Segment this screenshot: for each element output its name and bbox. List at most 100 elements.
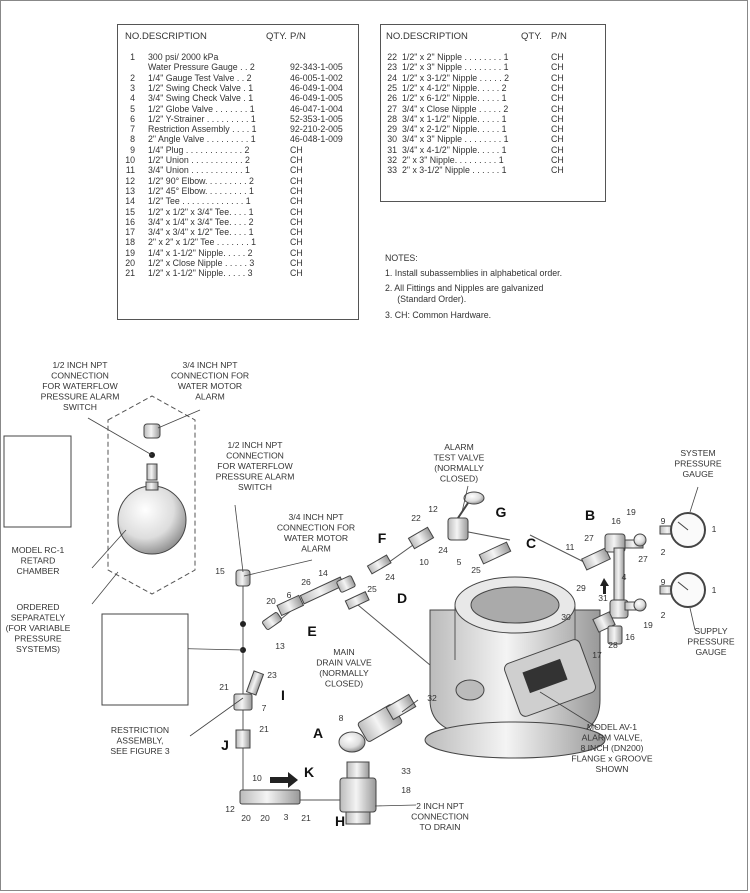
part-number-label: 16 xyxy=(625,632,635,642)
part-number-label: 24 xyxy=(438,545,448,555)
row-pn: 46-049-1-004 xyxy=(290,82,343,93)
part-number-label: 10 xyxy=(252,773,262,783)
row-no: 1 xyxy=(130,52,135,62)
callout-npt-3q-mid: 3/4 INCH NPT xyxy=(289,512,345,522)
part-number-label: 8 xyxy=(339,713,344,723)
row-no: 5 xyxy=(130,103,135,114)
row-desc: 2" Angle Valve . . . . . . . . . 1 xyxy=(148,134,256,145)
row-pn: CH xyxy=(551,144,564,155)
callout-npt-half-mid: PRESSURE ALARM xyxy=(216,472,295,482)
row-pn: 46-048-1-009 xyxy=(290,134,343,145)
row-desc: 3/4" x 1-1/2" Nipple. . . . . 1 xyxy=(402,113,507,124)
subassembly-letter-j: J xyxy=(221,737,229,753)
row-pn: CH xyxy=(551,72,564,83)
callout-model-rc1: CHAMBER xyxy=(17,566,60,576)
callout-ordered-sep: PRESSURE xyxy=(14,634,62,644)
main-drain-valve xyxy=(338,693,417,753)
subassembly-letter-g: G xyxy=(496,504,507,520)
callout-model-av1: MODEL AV-1 xyxy=(587,722,637,732)
callout-npt-half-mid: CONNECTION xyxy=(226,451,284,461)
part-number-label: 5 xyxy=(457,557,462,567)
part-number-label: 26 xyxy=(301,577,311,587)
strainer-6 xyxy=(276,594,305,617)
callout-npt-half-mid: 1/2 INCH NPT xyxy=(228,440,284,450)
row-no: 11 xyxy=(125,165,135,176)
part-number-label: 18 xyxy=(401,785,411,795)
row-desc: 2" x 3-1/2" Nipple . . . . . . 1 xyxy=(402,165,507,176)
system-pressure-gauge xyxy=(659,512,706,548)
col-qty-header: QTY. xyxy=(521,31,542,42)
row-desc: 3/4" Union . . . . . . . . . . . 1 xyxy=(148,165,250,176)
row-pn: CH xyxy=(551,113,564,124)
callout-main-drain: (NORMALLY xyxy=(319,668,369,678)
row-no: 8 xyxy=(130,134,135,145)
part-number-label: 14 xyxy=(318,568,328,578)
row-desc: 1/2" Globe Valve . . . . . . . 1 xyxy=(148,103,255,114)
row-pn: 46-049-1-005 xyxy=(290,93,343,104)
row-pn: CH xyxy=(551,93,564,104)
subassembly-letter-b: B xyxy=(585,507,595,523)
part-number-label: 32 xyxy=(427,693,437,703)
row-desc: 3/4" x 3" Nipple . . . . . . . . 1 xyxy=(402,134,509,145)
row-no: 21 xyxy=(125,268,135,279)
part-number-label: 10 xyxy=(419,557,429,567)
row-no: 32 xyxy=(387,155,397,165)
row-pn: CH xyxy=(290,258,303,268)
part-number-label: 24 xyxy=(385,572,395,582)
col-desc-header: DESCRIPTION xyxy=(142,31,207,42)
part-number-label: 13 xyxy=(275,641,285,651)
subassembly-letter-a: A xyxy=(313,725,323,741)
part-number-label: 6 xyxy=(287,590,292,600)
part-number-label: 11 xyxy=(566,542,575,552)
row-desc: 1/4" x 1-1/2" Nipple. . . . . 2 xyxy=(148,247,253,258)
row-desc: 300 psi/ 2000 kPa xyxy=(148,52,219,62)
trim-dot xyxy=(240,621,246,627)
part-number-label: 21 xyxy=(301,813,311,823)
row-pn: CH xyxy=(290,216,303,227)
row-pn: CH xyxy=(551,52,564,62)
part-number-label: 20 xyxy=(260,813,270,823)
row-pn: 92-210-2-005 xyxy=(290,124,343,135)
row-desc: 1/2" Tee . . . . . . . . . . . . . 1 xyxy=(148,196,251,207)
row-pn: CH xyxy=(551,165,564,176)
row-no: 19 xyxy=(125,247,135,258)
col-qty-header: QTY. xyxy=(266,31,287,42)
subassembly-letter-c: C xyxy=(526,535,536,551)
row-no: 33 xyxy=(387,165,397,176)
row-desc: 1/2" Y-Strainer . . . . . . . . . 1 xyxy=(148,113,256,124)
row-pn: 46-005-1-002 xyxy=(290,72,343,83)
subassembly-letter-k: K xyxy=(304,764,314,780)
row-no: 26 xyxy=(387,93,397,104)
row-desc: 2" x 3" Nipple. . . . . . . . . 1 xyxy=(402,155,504,165)
callout-system-gauge: GAUGE xyxy=(682,469,713,479)
callout-alarm-test: TEST VALVE xyxy=(434,453,485,463)
row-pn: CH xyxy=(551,134,564,145)
retard-chamber-group xyxy=(107,395,196,595)
callout-ordered-sep: ORDERED xyxy=(17,602,60,612)
part-number-label: 12 xyxy=(428,504,438,514)
flow-arrow-k xyxy=(270,772,298,788)
callout-npt-half-left: CONNECTION xyxy=(51,371,109,381)
elbow-13 xyxy=(262,612,282,630)
alarm-valve-av1 xyxy=(424,576,606,759)
part-number-label: 2 xyxy=(661,547,666,557)
row-desc: 1/2" x 3-1/2" Nipple . . . . . 2 xyxy=(402,72,509,83)
nipple-23 xyxy=(245,670,265,696)
part-number-label: 15 xyxy=(215,566,225,576)
callout-restriction: SEE FIGURE 3 xyxy=(110,746,169,756)
row-no: 2 xyxy=(130,72,135,83)
callout-system-gauge: SYSTEM xyxy=(680,448,715,458)
part-number-label: 4 xyxy=(622,572,627,582)
row-pn: CH xyxy=(290,268,303,279)
row-pn: CH xyxy=(290,165,303,176)
row-desc: 1/4" Gauge Test Valve . . 2 xyxy=(148,72,252,83)
row-no: 14 xyxy=(125,196,135,207)
notes: NOTES: 1. Install subassemblies in alpha… xyxy=(385,253,562,321)
part-number-label: 21 xyxy=(219,682,229,692)
callout-restriction: RESTRICTION xyxy=(111,725,169,735)
part-number-label: 21 xyxy=(259,724,269,734)
nipple-24 xyxy=(366,554,392,575)
